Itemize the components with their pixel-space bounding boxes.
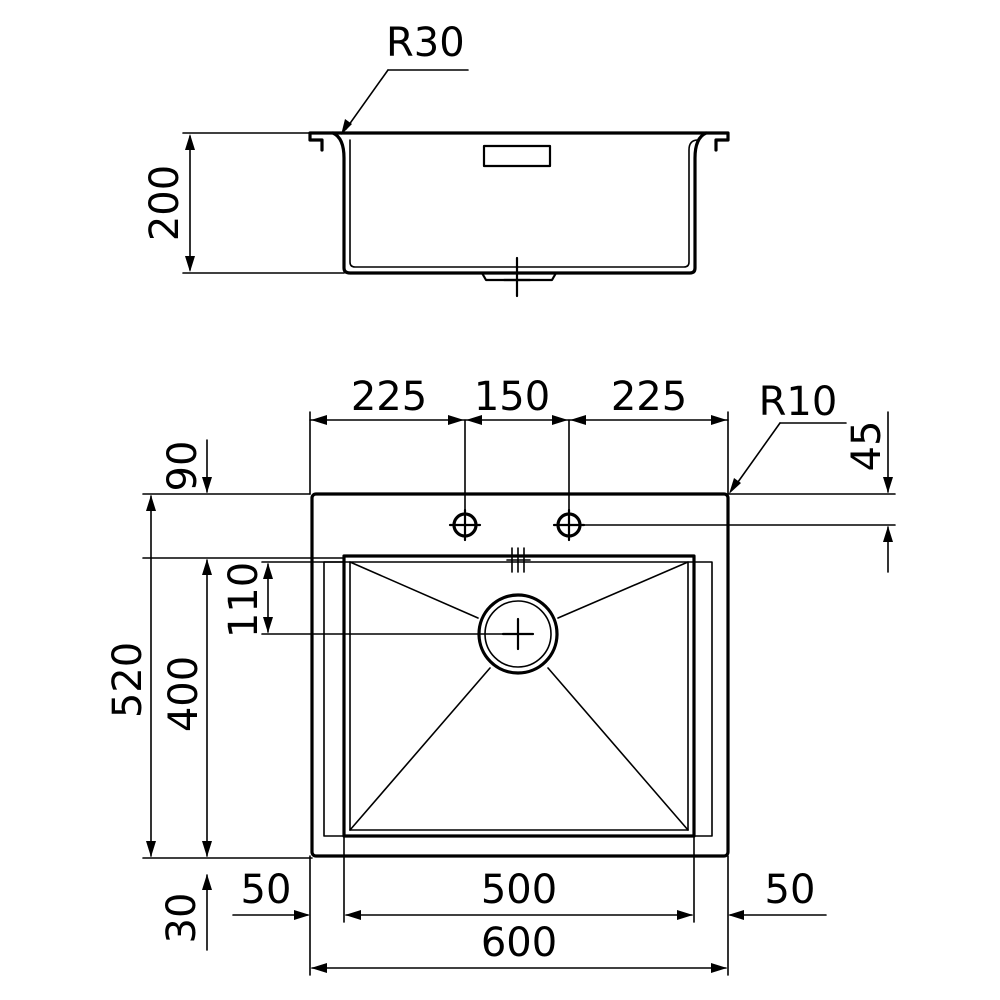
r30-label: R30 (386, 20, 465, 66)
r30-arrow (341, 119, 352, 135)
side-view: R30 200 (142, 20, 730, 298)
drain-offset-arrow-bottom (263, 617, 273, 633)
bowl-width-arrow-right (677, 910, 693, 920)
bowl-contour-bottom-right (547, 667, 689, 831)
hole-offset-arrow-bottom (883, 526, 893, 542)
r10-leader (732, 422, 781, 490)
bowl-contour-bottom-left (349, 667, 491, 831)
depth-arrow-top (185, 134, 195, 150)
tap-dim-arrow-5 (570, 415, 586, 425)
bowl-contour-top-right (557, 561, 689, 619)
r10-arrow (729, 478, 741, 494)
bowl-width-arrow-left (345, 910, 361, 920)
right-margin-arrow (728, 910, 744, 920)
bowl-depth-arrow-bottom (202, 841, 212, 857)
tap-dim-arrow-2 (448, 415, 464, 425)
tap-dim-arrow-3 (466, 415, 482, 425)
overall-width-arrow-left (311, 963, 327, 973)
tap-spacing-center-label: 150 (474, 374, 550, 420)
right-margin-label: 50 (765, 867, 816, 913)
left-margin-label: 50 (241, 867, 292, 913)
drain-offset-label: 110 (221, 562, 267, 638)
depth-label: 200 (142, 165, 188, 241)
side-view-bowl-inner (349, 139, 699, 268)
top-margin-label: 90 (160, 441, 206, 492)
hole-offset-label: 45 (844, 421, 890, 472)
overall-depth-arrow-bottom (146, 841, 156, 857)
left-margin-arrow (294, 910, 310, 920)
bowl-depth-arrow-top (202, 559, 212, 575)
tap-dim-arrow-4 (552, 415, 568, 425)
tap-spacing-right-label: 225 (611, 374, 687, 420)
bottom-margin-label: 30 (159, 893, 205, 944)
side-view-bowl-outer (331, 131, 708, 275)
tap-dim-arrow-6 (711, 415, 727, 425)
bowl-depth-label: 400 (161, 656, 207, 732)
bowl-rim-flange (323, 561, 713, 837)
bowl-outline (342, 554, 696, 838)
tap-dim-arrow-1 (311, 415, 327, 425)
r10-label: R10 (759, 379, 838, 425)
bowl-contour-top-left (349, 561, 479, 619)
deck-outline (310, 492, 730, 858)
overall-width-arrow-right (711, 963, 727, 973)
hole-offset-arrow-top (883, 477, 893, 493)
depth-arrow-bottom (185, 256, 195, 272)
bottom-margin-arrow (202, 874, 212, 890)
overall-width-label: 600 (481, 920, 557, 966)
tap-spacing-left-label: 225 (351, 374, 427, 420)
overall-depth-label: 520 (105, 642, 151, 718)
top-margin-arrow (202, 477, 212, 493)
drain-offset-arrow-top (263, 563, 273, 579)
bowl-inner-edge (343, 561, 695, 831)
side-view-rim (308, 131, 730, 152)
overflow-slot (482, 144, 552, 168)
overall-depth-arrow-top (146, 495, 156, 511)
top-view: 225 150 225 R10 45 90 400 30 52 (105, 374, 896, 976)
r30-leader (345, 69, 389, 130)
bowl-width-label: 500 (481, 867, 557, 913)
